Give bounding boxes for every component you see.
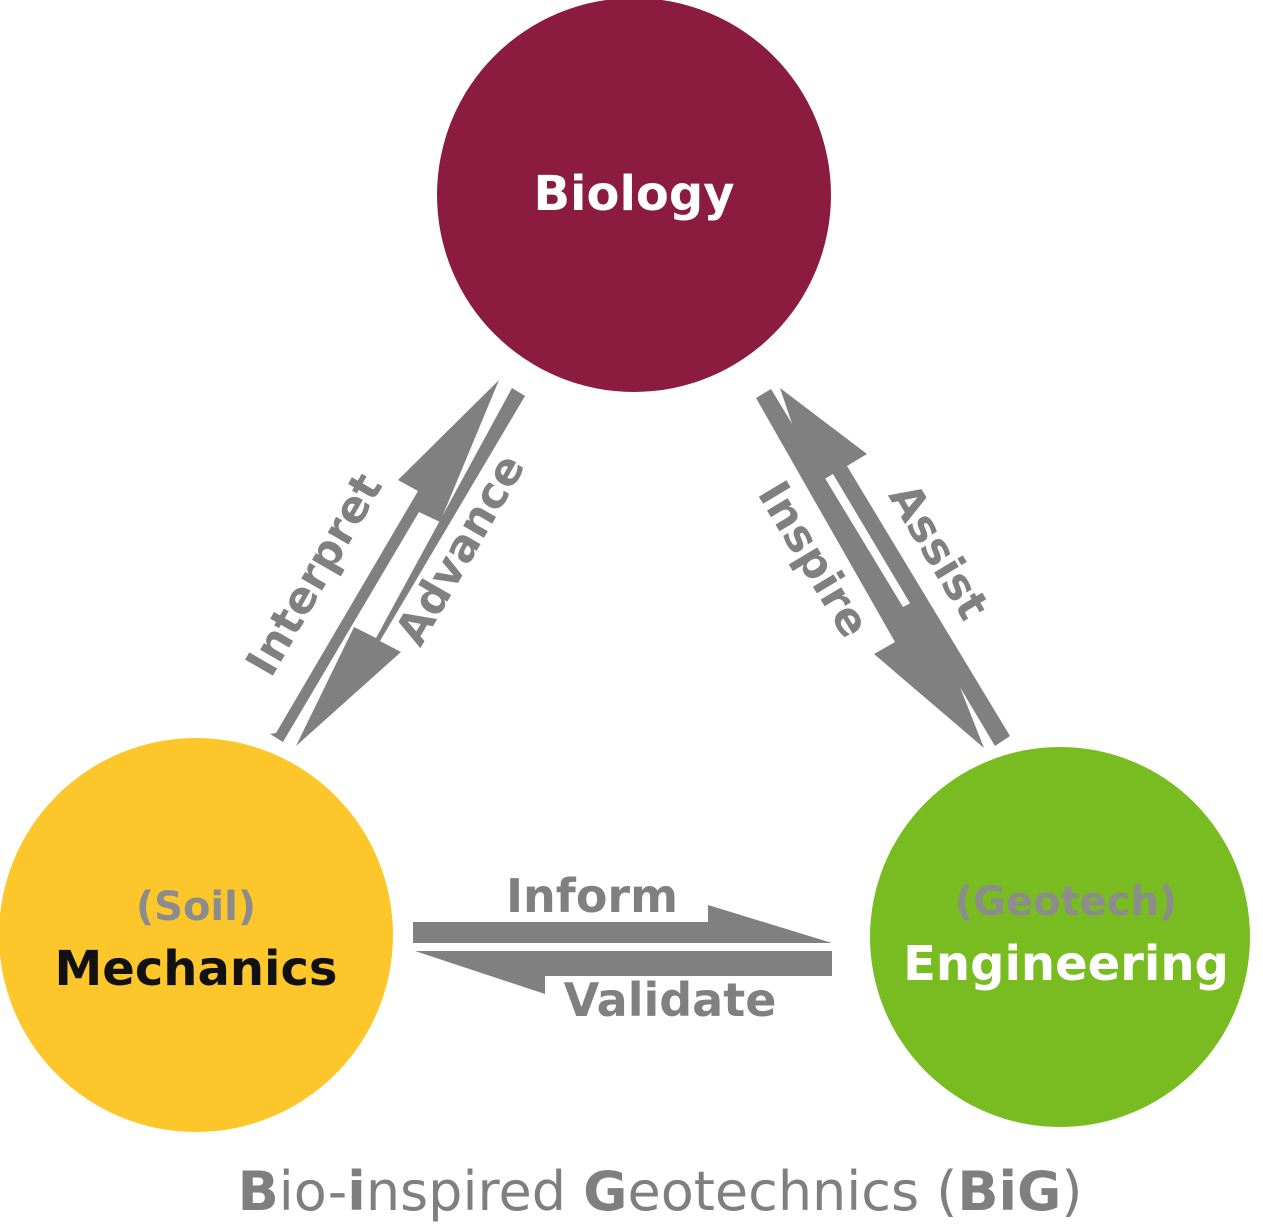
- caption: Bio-inspired Geotechnics (BiG): [238, 1160, 1083, 1223]
- validate-arrow: [415, 951, 832, 994]
- advance-arrow: [296, 388, 525, 746]
- engineering-prefix: (Geotech): [955, 879, 1177, 925]
- inspire-arrow: [756, 389, 984, 748]
- validate-label: Validate: [564, 973, 777, 1027]
- inform-arrow: [413, 905, 832, 943]
- assist-arrow: [780, 388, 1010, 746]
- mechanics-label: Mechanics: [55, 941, 338, 997]
- biology-circle: [437, 0, 831, 392]
- mechanics-circle: [0, 738, 393, 1132]
- inform-label: Inform: [506, 869, 678, 923]
- engineering-label: Engineering: [903, 936, 1229, 992]
- engineering-circle: [870, 747, 1250, 1127]
- interpret-arrow: [270, 380, 499, 742]
- mechanics-prefix: (Soil): [136, 884, 256, 930]
- biology-label: Biology: [533, 166, 734, 222]
